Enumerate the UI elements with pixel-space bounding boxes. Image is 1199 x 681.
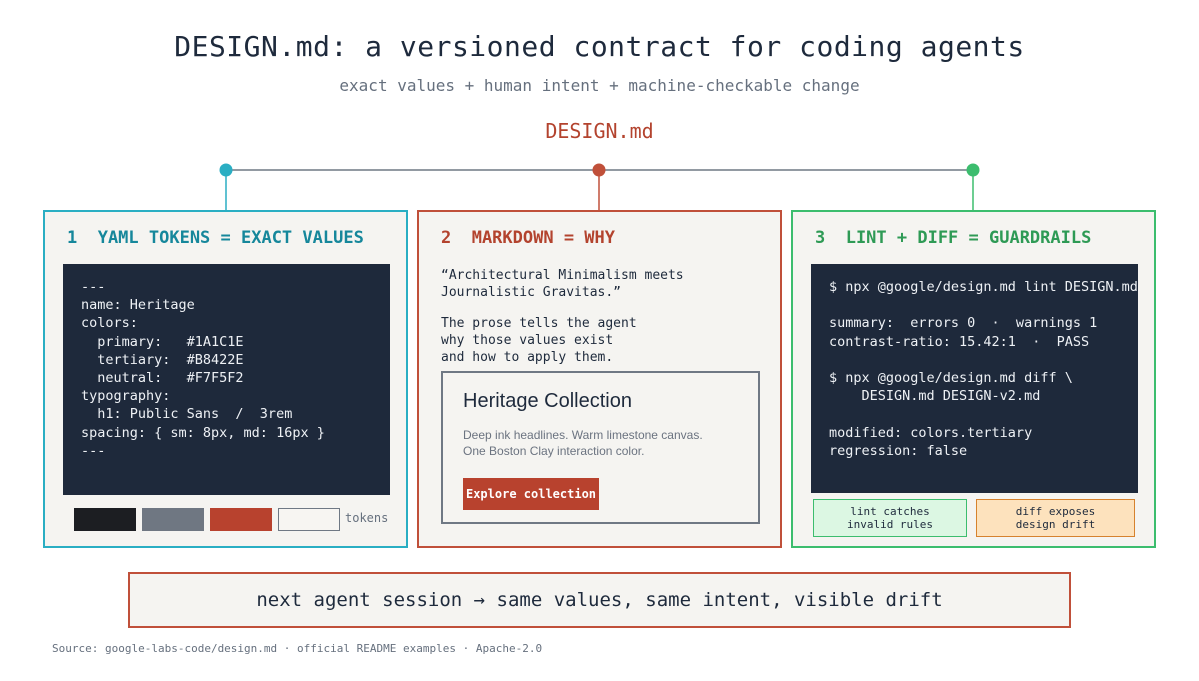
markdown-why-card-title: 2 MARKDOWN = WHY: [441, 228, 615, 248]
yaml-tokens-card: 1 YAML TOKENS = EXACT VALUES --- name: H…: [43, 210, 408, 548]
swatch-tertiary: [210, 508, 272, 531]
lint-tag: lint catches invalid rules: [813, 499, 967, 537]
preview-line-1: Deep ink headlines. Warm limestone canva…: [463, 428, 703, 442]
connector-teal-node: [219, 163, 233, 177]
agent-session-banner: next agent session → same values, same i…: [128, 572, 1071, 628]
tokens-label: tokens: [345, 511, 389, 525]
preview-body: Deep ink headlines. Warm limestone canva…: [463, 427, 703, 459]
page-title: DESIGN.md: a versioned contract for codi…: [174, 30, 1025, 63]
connector-tree: [219, 163, 980, 210]
swatch-gray: [142, 508, 204, 531]
swatch-primary: [74, 508, 136, 531]
diff-tag: diff exposes design drift: [976, 499, 1135, 537]
markdown-why-card: 2 MARKDOWN = WHY “Architectural Minimali…: [417, 210, 782, 548]
design-md-root-label: DESIGN.md: [545, 119, 654, 143]
yaml-tokens-card-title: 1 YAML TOKENS = EXACT VALUES: [67, 228, 364, 248]
page-subtitle: exact values + human intent + machine-ch…: [339, 76, 860, 95]
design-quote: “Architectural Minimalism meets Journali…: [441, 268, 684, 300]
yaml-code-block: --- name: Heritage colors: primary: #1A1…: [63, 264, 390, 495]
preview-line-2: One Boston Clay interaction color.: [463, 444, 645, 458]
source-footer: Source: google-labs-code/design.md · off…: [52, 642, 543, 655]
lint-diff-card: 3 LINT + DIFF = GUARDRAILS $ npx @google…: [791, 210, 1156, 548]
heritage-preview-panel: Heritage Collection Deep ink headlines. …: [441, 371, 760, 524]
connector-red-node: [592, 163, 606, 177]
explore-collection-button[interactable]: Explore collection: [463, 478, 599, 510]
prose-explanation: The prose tells the agent why those valu…: [441, 316, 637, 365]
connector-green-node: [966, 163, 980, 177]
preview-title: Heritage Collection: [463, 390, 632, 412]
lint-diff-card-title: 3 LINT + DIFF = GUARDRAILS: [815, 228, 1092, 248]
cli-code-block: $ npx @google/design.md lint DESIGN.md s…: [811, 264, 1138, 493]
swatch-neutral: [278, 508, 340, 531]
